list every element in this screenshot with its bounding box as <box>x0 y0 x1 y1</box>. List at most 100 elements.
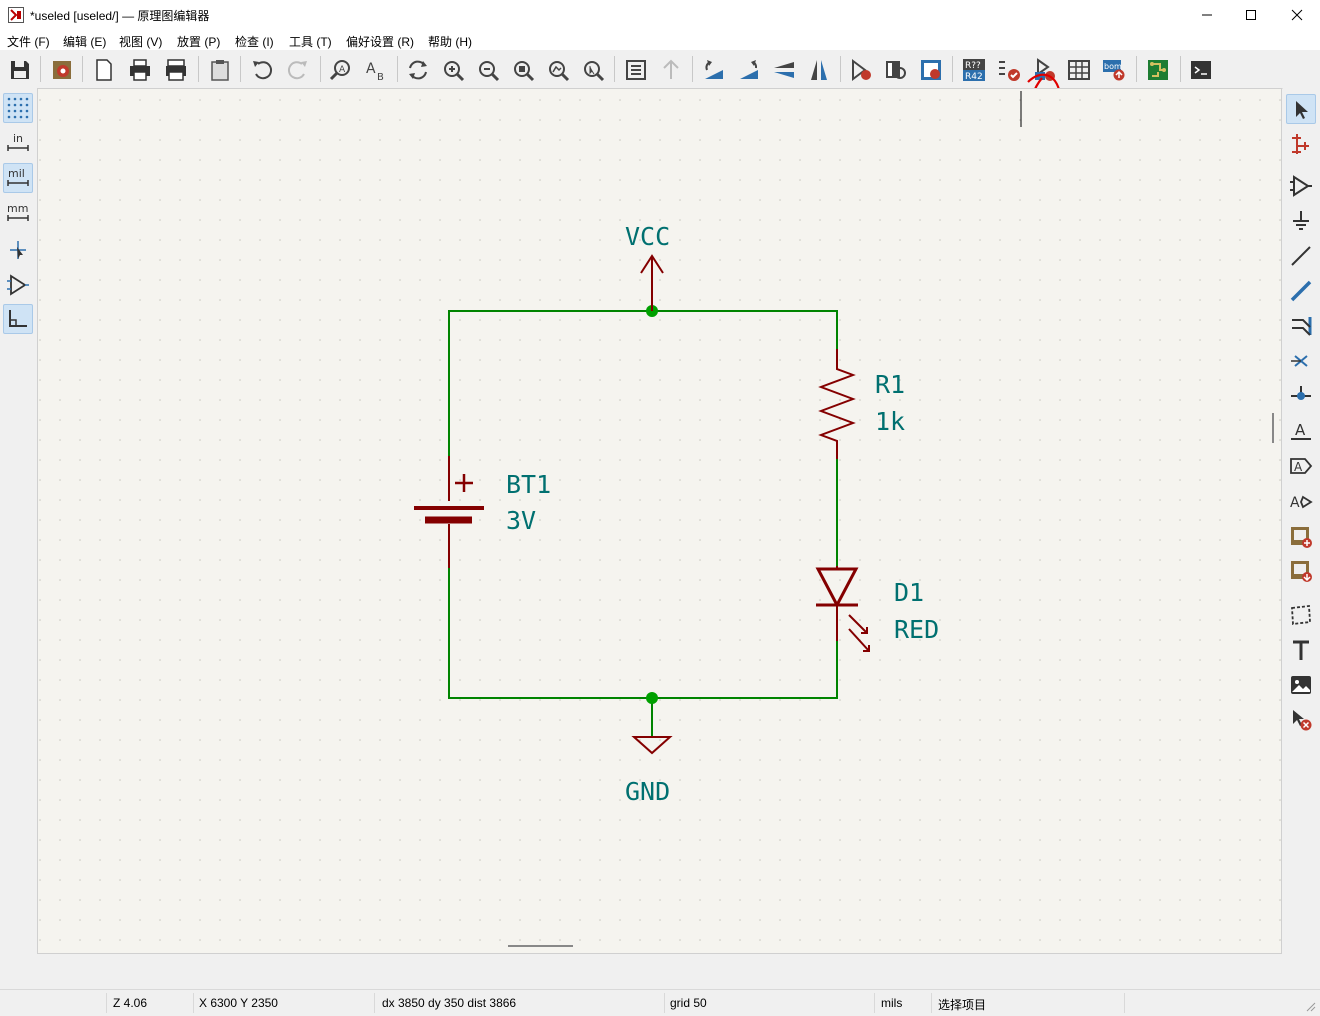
minimize-button[interactable] <box>1184 0 1230 30</box>
menu-place[interactable]: 放置 (P) <box>177 35 221 49</box>
save-button[interactable] <box>6 56 34 84</box>
add-no-connect-button[interactable] <box>1286 346 1316 376</box>
units-mm-button[interactable]: mm <box>3 198 33 228</box>
select-tool-button[interactable] <box>1286 94 1316 124</box>
hierarchy-navigator-button[interactable] <box>622 56 650 84</box>
refresh-button[interactable] <box>404 56 432 84</box>
rotate-cw-icon <box>740 60 758 79</box>
print-button[interactable] <box>126 56 154 84</box>
title-bar: *useled [useled/] — 原理图编辑器 <box>0 0 1320 30</box>
table-icon <box>1068 60 1090 80</box>
rotate-ccw-button[interactable] <box>700 56 728 84</box>
add-wire-button[interactable] <box>1286 241 1316 271</box>
add-junction-button[interactable] <box>1286 381 1316 411</box>
wire-angle-button[interactable] <box>3 304 33 334</box>
bt1-reference: BT1 <box>506 470 551 499</box>
close-button[interactable] <box>1274 0 1320 30</box>
zoom-objects-button[interactable] <box>544 56 572 84</box>
units-inches-button[interactable]: in <box>3 128 33 158</box>
add-rule-area-button[interactable] <box>1286 600 1316 630</box>
pcb-editor-button[interactable] <box>1144 56 1172 84</box>
r1-value: 1k <box>875 407 905 436</box>
schematic-drawing[interactable]: VCC GND BT1 3V R1 1k <box>38 89 1281 953</box>
kicad-eeschema-icon <box>8 7 24 23</box>
undo-button[interactable] <box>248 56 276 84</box>
battery-bt1[interactable]: BT1 3V <box>414 456 551 568</box>
r1-reference: R1 <box>875 370 905 399</box>
delete-tool-button[interactable] <box>1286 705 1316 735</box>
schematic-setup-button[interactable] <box>48 56 76 84</box>
schematic-canvas[interactable]: VCC GND BT1 3V R1 1k <box>37 88 1282 954</box>
pcb-icon <box>1148 60 1168 80</box>
vcc-power-symbol[interactable]: VCC <box>625 222 670 311</box>
erc-button[interactable] <box>995 56 1023 84</box>
rule-area-icon <box>1291 604 1311 626</box>
symbol-fields-button[interactable] <box>917 56 945 84</box>
maximize-button[interactable] <box>1228 0 1274 30</box>
page-settings-button[interactable] <box>90 56 118 84</box>
no-connect-icon <box>1291 355 1308 367</box>
wire-top[interactable] <box>448 310 838 456</box>
units-mils-button[interactable]: mil <box>3 163 33 193</box>
zoom-out-icon <box>479 61 500 82</box>
redo-button[interactable] <box>284 56 312 84</box>
menu-file[interactable]: 文件 (F) <box>7 35 50 49</box>
bom-button[interactable]: bom <box>1100 56 1128 84</box>
menu-view[interactable]: 视图 (V) <box>119 35 163 49</box>
menu-edit[interactable]: 编辑 (E) <box>63 35 107 49</box>
junction-gnd[interactable] <box>646 692 658 704</box>
mirror-horizontal-button[interactable] <box>805 56 833 84</box>
add-global-label-button[interactable]: A <box>1286 451 1316 481</box>
add-sheet-button[interactable] <box>1286 522 1316 552</box>
resistor-r1[interactable]: R1 1k <box>818 349 905 459</box>
symbol-editor-button[interactable] <box>847 56 875 84</box>
resize-grip-icon[interactable] <box>1304 1000 1316 1012</box>
units-mils-icon: mil <box>7 167 29 186</box>
add-image-button[interactable] <box>1286 670 1316 700</box>
bus-entry-icon <box>1292 317 1312 336</box>
leave-sheet-button[interactable] <box>657 56 685 84</box>
left-toolbar: in mil mm <box>0 88 37 954</box>
gnd-power-symbol[interactable]: GND <box>625 736 673 806</box>
grid-toggle-button[interactable] <box>3 93 33 123</box>
add-bus-button[interactable] <box>1286 276 1316 306</box>
paste-button[interactable] <box>206 56 234 84</box>
led-d1[interactable]: D1 RED <box>815 566 939 652</box>
scripting-console-button[interactable] <box>1187 56 1215 84</box>
zoom-out-button[interactable] <box>474 56 502 84</box>
menu-help[interactable]: 帮助 (H) <box>428 35 472 49</box>
delete-pointer-icon <box>1293 710 1312 731</box>
units-inches-icon: in <box>7 132 29 151</box>
zoom-selection-button[interactable] <box>579 56 607 84</box>
mirror-vertical-button[interactable] <box>770 56 798 84</box>
annotate-button[interactable]: R?? R42 <box>960 56 988 84</box>
add-text-button[interactable] <box>1286 635 1316 665</box>
add-power-button[interactable] <box>1286 206 1316 236</box>
plot-button[interactable] <box>162 56 190 84</box>
global-label-icon: A <box>1290 458 1313 474</box>
add-label-button[interactable]: A <box>1286 416 1316 446</box>
rotate-cw-button[interactable] <box>735 56 763 84</box>
gnd-label: GND <box>625 777 670 806</box>
import-sheet-pin-button[interactable] <box>1286 556 1316 586</box>
add-bus-entry-button[interactable] <box>1286 311 1316 341</box>
hidden-pins-button[interactable] <box>3 270 33 300</box>
wire-bottom[interactable] <box>448 568 838 699</box>
zoom-in-button[interactable] <box>439 56 467 84</box>
annotate-icon: R?? R42 <box>963 59 985 82</box>
find-button[interactable]: A <box>327 56 355 84</box>
menu-preferences[interactable]: 偏好设置 (R) <box>346 35 414 49</box>
label-icon: A <box>1291 421 1311 440</box>
add-symbol-button[interactable] <box>1286 171 1316 201</box>
cursor-crosshair-button[interactable] <box>3 235 33 265</box>
add-hierarchical-label-button[interactable]: A <box>1286 486 1316 516</box>
highlight-net-button[interactable] <box>1286 129 1316 159</box>
menu-tools[interactable]: 工具 (T) <box>289 35 332 49</box>
zoom-fit-button[interactable] <box>509 56 537 84</box>
menu-inspect[interactable]: 检查 (I) <box>235 35 274 49</box>
symbol-browser-button[interactable] <box>882 56 910 84</box>
status-zoom: Z 4.06 <box>113 996 148 1010</box>
symbol-fields-table-button[interactable] <box>1065 56 1093 84</box>
find-replace-icon: AB <box>366 61 384 82</box>
